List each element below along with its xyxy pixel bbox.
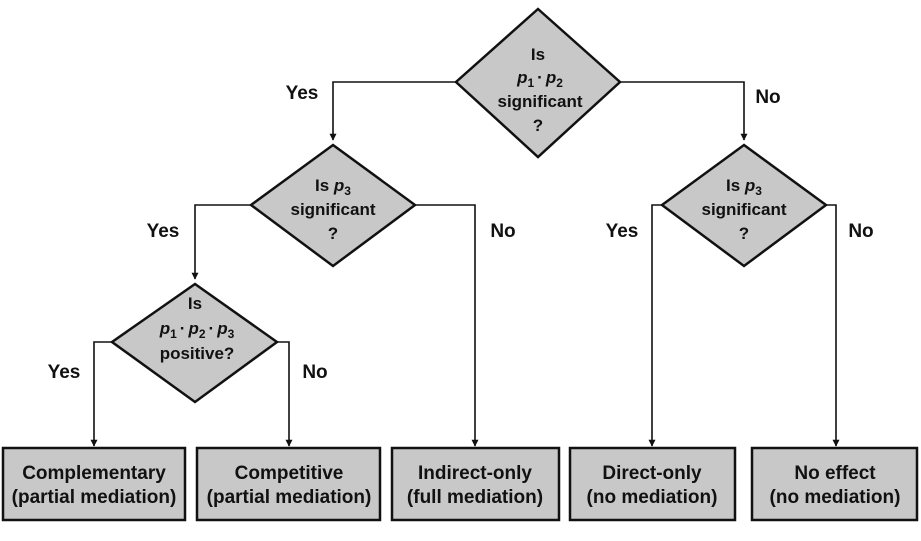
connectors: [90, 81, 840, 447]
diamond-shape: [659, 143, 829, 268]
connector-top-yes: [329, 81, 456, 141]
outcome-box: [1, 446, 187, 522]
outcome-no-effect: No effect (no mediation): [750, 446, 919, 522]
outcome-direct-only: Direct-only (no mediation): [568, 446, 737, 522]
label-left-no: No: [490, 221, 515, 242]
decision-p3-significant-right: Is p3 significant ?: [659, 143, 829, 268]
label-right-no: No: [848, 221, 873, 242]
outcome-subtitle: (full mediation): [407, 487, 543, 508]
decision-text-line3: positive?: [160, 344, 235, 363]
decision-text-line2: p1·p2·p3: [159, 319, 235, 341]
branch-labels: Yes No Yes No Yes No Yes No: [48, 83, 874, 383]
outcome-subtitle: (no mediation): [770, 487, 901, 508]
decision-text-line1: Is: [531, 45, 545, 64]
outcome-box: [568, 446, 737, 522]
connector-product-yes: [90, 341, 112, 447]
decision-text-line1: Is: [188, 294, 202, 313]
outcome-subtitle: (no mediation): [587, 487, 718, 508]
outcome-title: Direct-only: [602, 463, 702, 484]
connector-left-yes: [191, 204, 251, 280]
outcome-subtitle: (partial mediation): [12, 487, 177, 508]
outcome-indirect-only: Indirect-only (full mediation): [390, 446, 561, 522]
outcome-box: [195, 446, 382, 522]
outcome-box: [750, 446, 919, 522]
connector-right-no: [826, 204, 840, 447]
outcome-title: No effect: [794, 463, 876, 484]
outcome-title: Indirect-only: [418, 463, 532, 484]
decision-text-line1: Is p3: [315, 176, 351, 198]
outcome-box: [390, 446, 561, 522]
label-top-yes: Yes: [286, 83, 319, 104]
label-top-no: No: [755, 87, 780, 108]
outcome-title: Competitive: [235, 463, 344, 484]
decision-text-line3: ?: [328, 224, 338, 243]
outcome-title: Complementary: [22, 463, 166, 484]
diamond-shape: [454, 7, 622, 159]
decision-text-line3: significant: [497, 92, 582, 111]
decision-text-line2: significant: [701, 200, 786, 219]
outcome-subtitle: (partial mediation): [207, 487, 372, 508]
decision-text-line4: ?: [533, 116, 543, 135]
connector-top-no: [620, 81, 748, 141]
decision-product-positive: Is p1·p2·p3 positive?: [109, 282, 280, 404]
label-product-yes: Yes: [48, 362, 81, 383]
diamond-shape: [109, 282, 280, 404]
label-product-no: No: [302, 362, 327, 383]
decision-p3-significant-left: Is p3 significant ?: [248, 143, 418, 268]
connector-left-no: [415, 204, 479, 447]
outcome-competitive: Competitive (partial mediation): [195, 446, 382, 522]
diamond-shape: [248, 143, 418, 268]
label-right-yes: Yes: [606, 221, 639, 242]
connector-product-no: [277, 341, 293, 447]
decision-p1p2-significant: Is p1·p2 significant ?: [454, 7, 622, 159]
decision-text-line1: Is p3: [726, 176, 762, 198]
outcome-complementary: Complementary (partial mediation): [1, 446, 187, 522]
decision-text-line2: significant: [290, 200, 375, 219]
connector-right-yes: [648, 204, 662, 447]
decision-text-line2: p1·p2: [516, 68, 563, 90]
label-left-yes: Yes: [147, 221, 180, 242]
decision-text-line3: ?: [739, 224, 749, 243]
